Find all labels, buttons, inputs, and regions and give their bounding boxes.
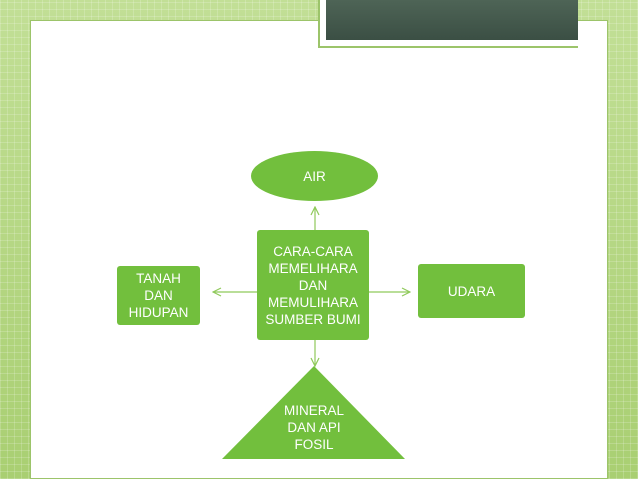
title-placeholder-fill <box>326 0 578 40</box>
node-mineral: MINERAL DAN API FOSIL <box>262 402 366 462</box>
node-mineral-label: MINERAL DAN API FOSIL <box>283 403 344 452</box>
node-tanah: TANAH DAN HIDUPAN <box>117 266 200 325</box>
triangle-mineral-shape <box>222 366 405 459</box>
node-air: AIR <box>251 151 378 201</box>
node-tanah-label: TANAH DAN HIDUPAN <box>128 271 189 320</box>
node-air-label: AIR <box>303 168 326 184</box>
title-placeholder <box>318 0 578 48</box>
node-udara-label: UDARA <box>447 283 496 299</box>
node-udara: UDARA <box>418 264 525 318</box>
node-center: CARA-CARA MEMELIHARA DAN MEMULIHARA SUMB… <box>257 230 369 340</box>
node-center-label: CARA-CARA MEMELIHARA DAN MEMULIHARA SUMB… <box>265 243 361 327</box>
